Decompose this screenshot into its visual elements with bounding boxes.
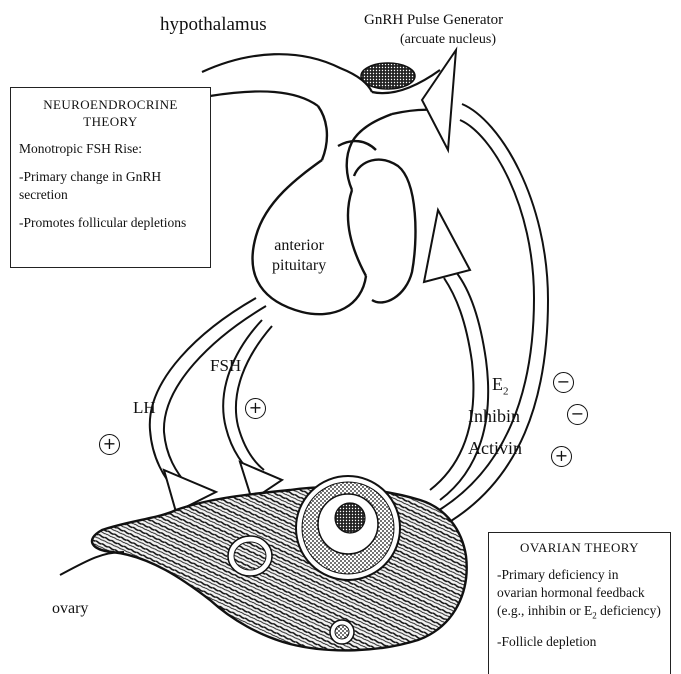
inhibin-negative-sign: − — [567, 404, 588, 425]
activin-label: Activin — [468, 438, 522, 459]
ovary-drawing — [60, 476, 467, 650]
inhibin-label: Inhibin — [468, 406, 520, 427]
neuroendocrine-theory-box: NEUROENDROCRINE THEORY Monotropic FSH Ri… — [10, 87, 211, 268]
ovarian-box-bullet-1: -Primary deficiency in ovarian hormonal … — [497, 566, 662, 625]
lh-label: LH — [133, 398, 156, 418]
neuro-box-bullet-2: -Promotes follicular depletions — [19, 214, 202, 232]
arcuate-nucleus-label: (arcuate nucleus) — [400, 32, 496, 48]
activin-positive-sign: + — [551, 446, 572, 467]
neuro-box-title: NEUROENDROCRINE THEORY — [19, 96, 202, 130]
ovarian-theory-box: OVARIAN THEORY -Primary deficiency in ov… — [488, 532, 671, 674]
hypothalamus-label: hypothalamus — [160, 14, 267, 36]
neuro-box-subtitle: Monotropic FSH Rise: — [19, 140, 202, 158]
e2-label-subscript: 2 — [503, 386, 509, 398]
fsh-label: FSH — [210, 356, 241, 376]
ovarian-box-bullet-2: -Follicle depletion — [497, 633, 662, 651]
pituitary-drawing — [253, 106, 416, 314]
ovarian-box-title: OVARIAN THEORY — [497, 539, 662, 556]
anterior-pituitary-label: anterior pituitary — [272, 236, 326, 276]
ovarian-bullet-1-tail: deficiency) — [597, 603, 661, 618]
e2-label: E2 — [492, 374, 509, 398]
e2-negative-sign: − — [553, 372, 574, 393]
anterior-label-line1: anterior — [272, 236, 326, 256]
neuro-box-title-line1: NEUROENDROCRINE — [19, 96, 202, 113]
neuro-box-bullet-1: -Primary change in GnRH secretion — [19, 168, 202, 204]
lh-positive-sign: + — [99, 434, 120, 455]
anterior-label-line2: pituitary — [272, 256, 326, 276]
neuro-box-title-line2: THEORY — [19, 113, 202, 130]
e2-label-base: E — [492, 374, 503, 394]
fsh-positive-sign: + — [245, 398, 266, 419]
ovary-label: ovary — [52, 600, 88, 618]
gnrh-pulse-generator-label: GnRH Pulse Generator — [364, 12, 503, 29]
arcuate-nucleus — [361, 63, 415, 89]
